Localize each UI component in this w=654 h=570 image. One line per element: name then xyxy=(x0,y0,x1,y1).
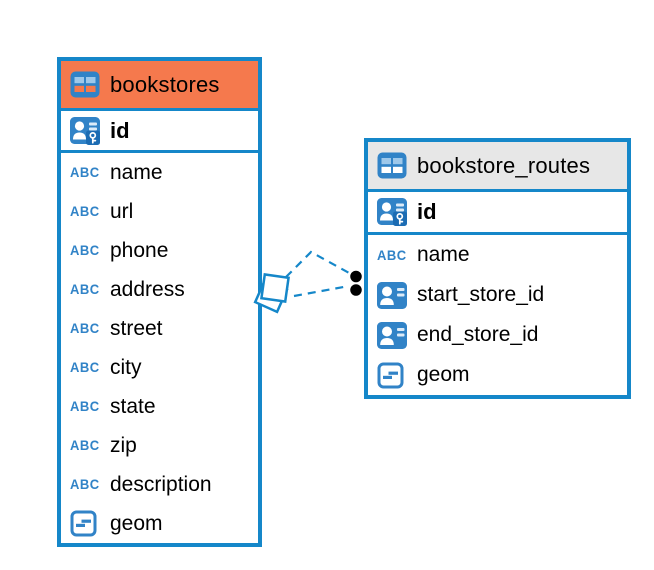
text-type-badge: ABC xyxy=(377,247,407,263)
column-name: zip xyxy=(110,433,137,457)
text-type-icon: ABC xyxy=(70,398,102,415)
column-name: state xyxy=(110,394,156,418)
column-row[interactable]: end_store_id xyxy=(368,315,627,355)
column-row[interactable]: ABC description xyxy=(61,465,258,504)
text-type-badge: ABC xyxy=(70,242,100,259)
table-icon xyxy=(70,71,102,98)
table-header[interactable]: bookstores xyxy=(61,61,258,111)
primary-key-icon xyxy=(377,198,409,226)
geometry-type-icon xyxy=(377,362,409,389)
foreign-key-icon xyxy=(377,281,409,309)
column-name: id xyxy=(417,199,437,224)
column-row[interactable]: ABC phone xyxy=(61,231,258,270)
column-name: geom xyxy=(110,511,163,535)
text-type-badge: ABC xyxy=(70,476,100,493)
relationship-line-upper[interactable] xyxy=(285,250,352,278)
column-row[interactable]: id xyxy=(61,111,258,153)
column-name: name xyxy=(417,243,470,266)
table-title: bookstores xyxy=(110,71,220,97)
column-name: address xyxy=(110,277,185,301)
text-type-icon: ABC xyxy=(70,281,102,298)
relationship-source-anchor[interactable] xyxy=(253,273,290,314)
column-row[interactable]: ABC url xyxy=(61,192,258,231)
text-type-icon: ABC xyxy=(377,247,409,263)
text-type-icon: ABC xyxy=(70,164,102,181)
target-dot-lower xyxy=(348,282,364,298)
relationship-line-lower[interactable] xyxy=(293,284,350,298)
relationship-target-anchor[interactable] xyxy=(348,269,364,298)
column-name: phone xyxy=(110,238,169,262)
column-name: geom xyxy=(417,363,470,386)
column-row[interactable]: ABC zip xyxy=(61,426,258,465)
column-row[interactable]: ABC state xyxy=(61,387,258,426)
column-row[interactable]: start_store_id xyxy=(368,275,627,315)
target-dot-upper xyxy=(348,269,364,284)
column-name: city xyxy=(110,355,142,379)
text-type-icon: ABC xyxy=(70,437,102,454)
source-diamond-front xyxy=(260,273,290,303)
geometry-type-icon xyxy=(70,510,102,537)
text-type-icon: ABC xyxy=(70,359,102,376)
column-name: url xyxy=(110,199,134,223)
column-name: description xyxy=(110,472,212,496)
text-type-badge: ABC xyxy=(70,164,100,181)
foreign-key-icon xyxy=(377,321,409,349)
column-row[interactable]: ABC name xyxy=(61,153,258,192)
column-row[interactable]: id xyxy=(368,192,627,235)
text-type-badge: ABC xyxy=(70,281,100,298)
column-row[interactable]: ABC address xyxy=(61,270,258,309)
column-name: name xyxy=(110,160,163,184)
text-type-icon: ABC xyxy=(70,203,102,220)
column-row[interactable]: ABC city xyxy=(61,348,258,387)
text-type-icon: ABC xyxy=(70,476,102,493)
column-row[interactable]: geom xyxy=(368,355,627,395)
table-icon xyxy=(377,152,409,179)
text-type-badge: ABC xyxy=(70,398,100,415)
column-row[interactable]: ABC name xyxy=(368,235,627,275)
text-type-badge: ABC xyxy=(70,437,100,454)
table-title: bookstore_routes xyxy=(417,152,591,178)
column-row[interactable]: geom xyxy=(61,504,258,543)
text-type-icon: ABC xyxy=(70,242,102,259)
text-type-badge: ABC xyxy=(70,203,100,220)
column-name: end_store_id xyxy=(417,323,539,346)
column-name: id xyxy=(110,117,130,143)
primary-key-icon xyxy=(70,116,102,145)
text-type-badge: ABC xyxy=(70,359,100,376)
column-row[interactable]: ABC street xyxy=(61,309,258,348)
table-header[interactable]: bookstore_routes xyxy=(368,142,627,192)
column-name: start_store_id xyxy=(417,283,545,306)
text-type-icon: ABC xyxy=(70,320,102,337)
column-name: street xyxy=(110,316,163,340)
text-type-badge: ABC xyxy=(70,320,100,337)
